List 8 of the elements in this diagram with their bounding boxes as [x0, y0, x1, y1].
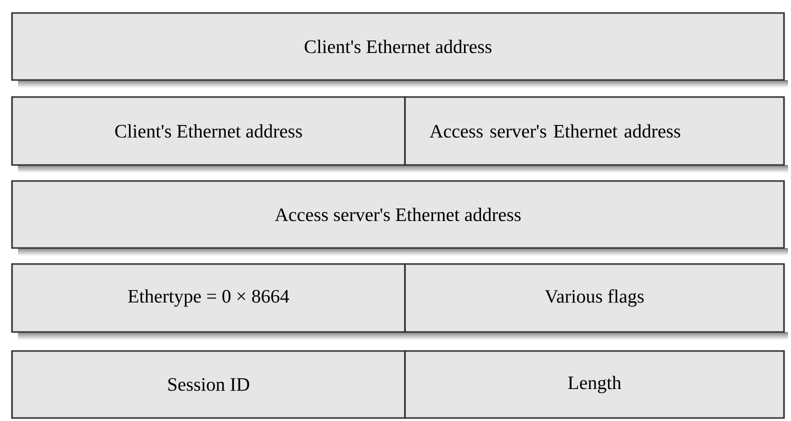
field-cell: Client's Ethernet address: [11, 96, 406, 166]
field-cell: Client's Ethernet address: [11, 12, 785, 81]
field-cell: Access server's Ethernet address: [404, 96, 785, 166]
field-cell: Access server's Ethernet address: [11, 180, 785, 249]
field-cell: Length: [404, 350, 785, 419]
field-cell: Ethertype = 0 × 8664: [11, 263, 406, 333]
field-cell: Various flags: [404, 263, 785, 333]
field-cell: Session ID: [11, 350, 406, 419]
